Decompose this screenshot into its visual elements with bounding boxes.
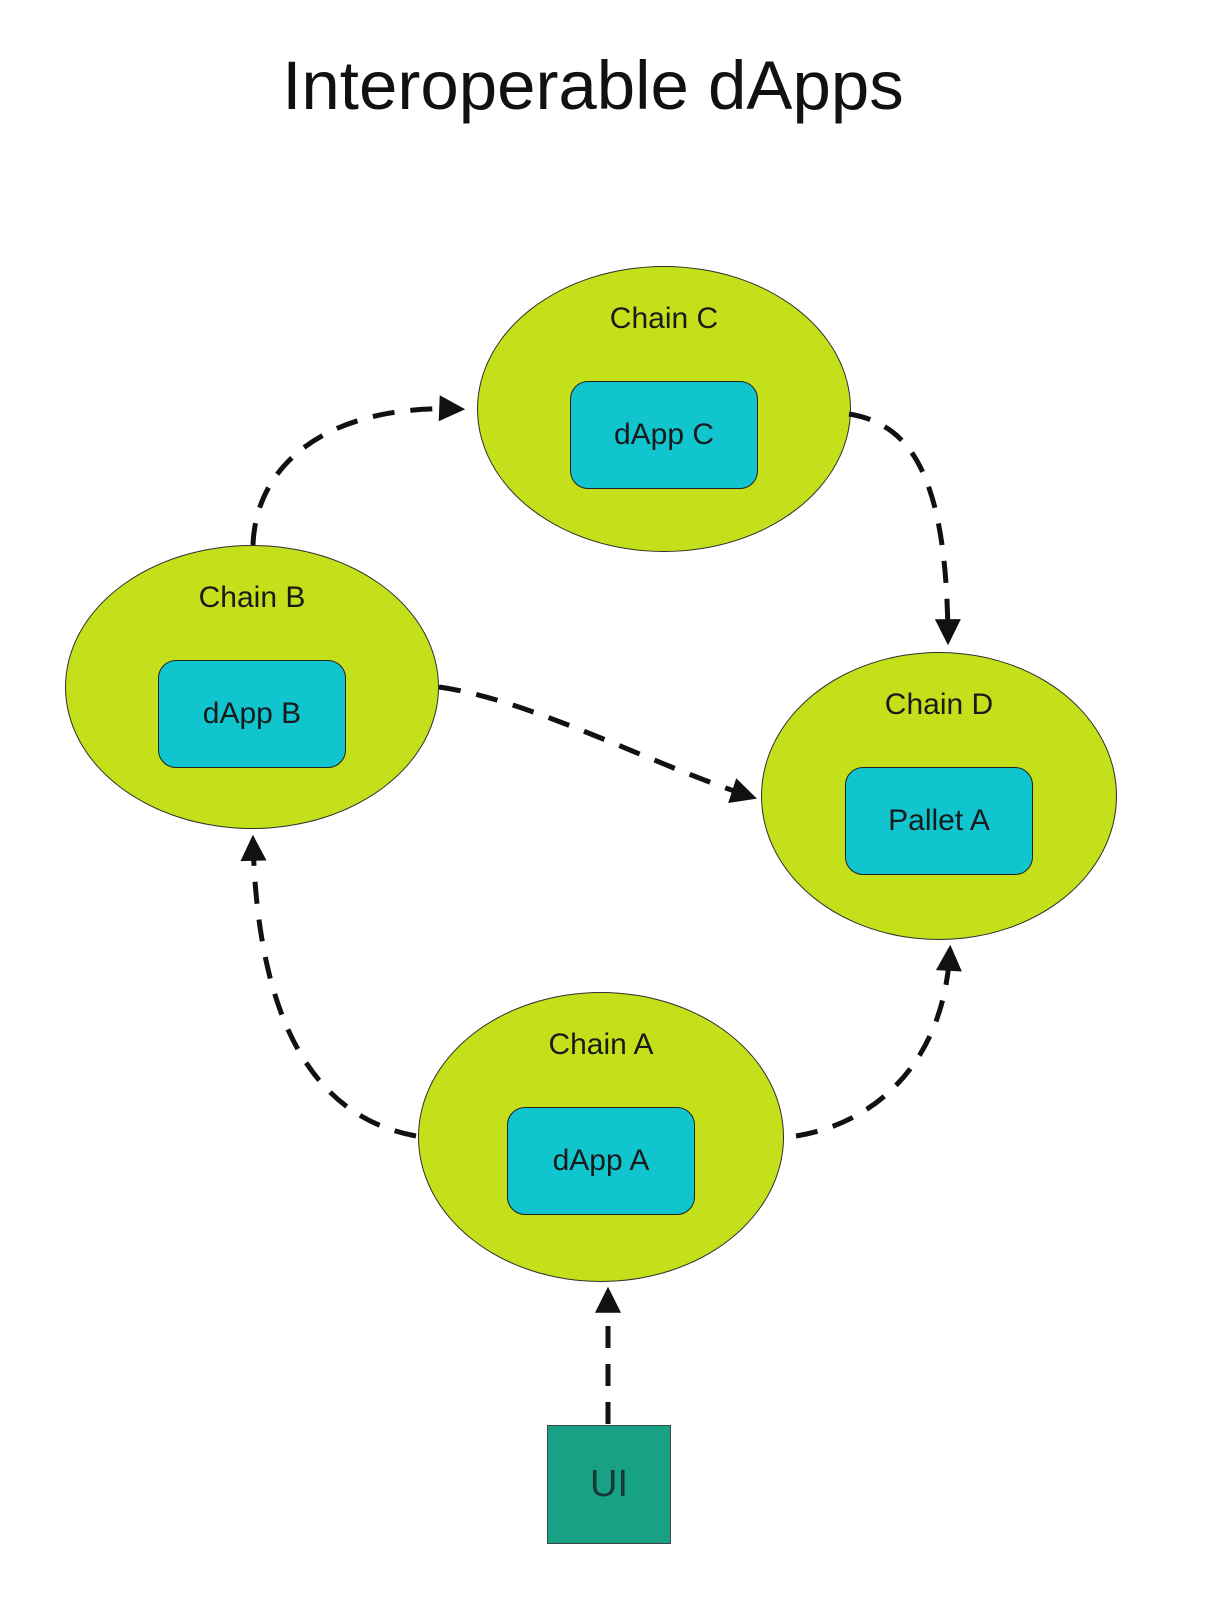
node-chain-d: Chain D Pallet A [761,652,1117,940]
chain-b-label: Chain B [198,581,306,614]
chain-c-label: Chain C [609,302,719,335]
node-dapp-c: dApp C [570,381,758,489]
node-pallet-a: Pallet A [845,767,1033,875]
arrow-chain-b-to-chain-c [250,395,466,546]
node-chain-a: Chain A dApp A [418,992,784,1282]
diagram-title: Interoperable dApps [282,47,904,124]
chain-a-label: Chain A [548,1028,654,1061]
dapp-c-label: dApp C [613,418,715,451]
node-dapp-b: dApp B [158,660,346,768]
arrow-chain-b-to-chain-d [438,684,757,803]
dapp-a-label: dApp A [552,1144,650,1177]
node-chain-c: Chain C dApp C [477,266,851,552]
arrow-chain-a-to-chain-b [240,834,417,1139]
arrow-chain-a-to-chain-d [795,944,962,1139]
node-ui: UI [547,1425,671,1544]
chain-d-label: Chain D [884,688,994,721]
dapp-b-label: dApp B [202,697,302,730]
arrow-chain-c-to-chain-d [848,411,961,646]
ui-label: UI [590,1463,628,1505]
pallet-a-label: Pallet A [888,804,990,837]
node-chain-b: Chain B dApp B [65,545,439,829]
node-dapp-a: dApp A [507,1107,695,1215]
